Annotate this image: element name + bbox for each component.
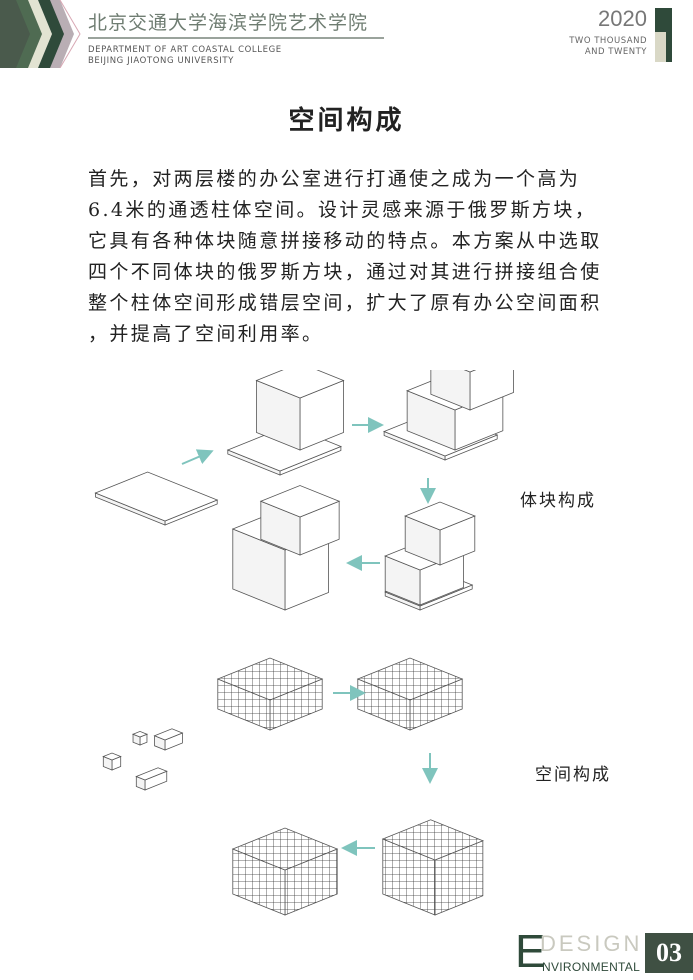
arrow-icon bbox=[181, 449, 214, 465]
paragraph-line: 首先，对两层楼的办公室进行打通使之成为一个高为 bbox=[88, 168, 581, 190]
footer-design: DESIGN bbox=[540, 931, 643, 956]
header-dept: DEPARTMENT OF ART COASTAL COLLEGE bbox=[88, 45, 282, 55]
header-chevron-logo bbox=[0, 0, 81, 68]
block-top bbox=[259, 485, 341, 518]
label-blocks: 体块构成 bbox=[520, 491, 596, 511]
block-top bbox=[381, 819, 484, 861]
block-top bbox=[94, 471, 219, 522]
block-top bbox=[153, 728, 184, 741]
label-space: 空间构成 bbox=[535, 765, 611, 785]
header-univ: BEIJING JIAOTONG UNIVERSITY bbox=[88, 56, 234, 66]
footer-environmental: NVIRONMENTAL bbox=[542, 960, 641, 974]
header-year: 2020 bbox=[598, 6, 647, 31]
header-year-en-2: AND TWENTY bbox=[584, 47, 647, 57]
block-side bbox=[430, 370, 471, 411]
paragraph-line: 整个柱体空间形成错层空间，扩大了原有办公空间面积 bbox=[88, 292, 602, 314]
page-number: 03 bbox=[645, 933, 693, 973]
block-top bbox=[231, 827, 339, 871]
block-top bbox=[135, 767, 168, 781]
header-block-light bbox=[655, 32, 666, 62]
composition-diagram bbox=[94, 370, 514, 916]
block-top bbox=[255, 370, 345, 399]
block-top bbox=[404, 501, 476, 531]
block-top bbox=[356, 657, 464, 701]
paragraph-line: ，并提高了空间利用率。 bbox=[88, 323, 324, 345]
block-top bbox=[216, 657, 324, 701]
paragraph-line: 6.4米的通透柱体空间。设计灵感来源于俄罗斯方块， bbox=[88, 199, 597, 221]
paragraph-line: 四个不同体块的俄罗斯方块，通过对其进行拼接组合使 bbox=[88, 261, 602, 283]
header-divider bbox=[88, 37, 384, 39]
paragraph-line: 它具有各种体块随意拼接移动的特点。本方案从中选取 bbox=[88, 230, 602, 252]
page-title: 空间构成 bbox=[288, 106, 405, 136]
block-top bbox=[131, 730, 149, 738]
body-paragraph: 首先，对两层楼的办公室进行打通使之成为一个高为 6.4米的通透柱体空间。设计灵感… bbox=[88, 164, 648, 350]
block-top bbox=[463, 370, 477, 373]
footer-e: E bbox=[515, 925, 546, 977]
header-title-cn: 北京交通大学海滨学院艺术学院 bbox=[88, 12, 369, 34]
header-year-en-1: TWO THOUSAND bbox=[569, 36, 647, 46]
block-top bbox=[102, 752, 122, 761]
